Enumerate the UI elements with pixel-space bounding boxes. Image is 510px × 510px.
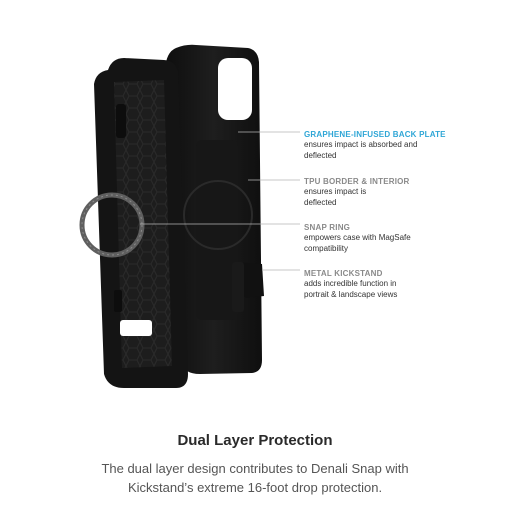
callout-desc-line: empowers case with MagSafe — [304, 233, 411, 242]
callout-snap-ring: SNAP RING empowers case with MagSafe com… — [304, 222, 504, 254]
inner-cutout — [116, 104, 126, 138]
section-description: The dual layer design contributes to Den… — [60, 459, 450, 497]
inner-tpu-shell — [79, 58, 188, 388]
description-line: The dual layer design contributes to Den… — [101, 461, 409, 476]
graphene-back-plate — [196, 140, 238, 320]
callout-desc-line: portrait & landscape views — [304, 289, 398, 299]
section-title: Dual Layer Protection — [177, 432, 333, 449]
callout-desc-line: deflected — [304, 197, 337, 207]
callout-metal-kickstand: METAL KICKSTAND adds incredible function… — [304, 268, 504, 300]
callout-heading: GRAPHENE-INFUSED BACK PLATE — [304, 130, 446, 139]
callout-heading: SNAP RING — [304, 223, 351, 232]
leader-lines — [140, 131, 300, 271]
callout-graphene-back-plate: GRAPHENE-INFUSED BACK PLATE ensures impa… — [304, 129, 504, 161]
callout-desc-line: adds incredible function in — [304, 279, 397, 288]
callout-desc-line: compatibility — [304, 243, 349, 253]
description-line: Kickstand’s extreme 16-foot drop protect… — [127, 480, 383, 495]
callout-desc-line: deflected — [304, 150, 337, 160]
magsafe-circle — [183, 180, 253, 250]
camera-cutout — [218, 58, 252, 120]
callout-tpu-border: TPU BORDER & INTERIOR ensures impact is … — [304, 176, 504, 208]
inner-cutout — [120, 320, 152, 336]
phone-case-illustration — [79, 44, 300, 388]
callout-desc-line: ensures impact is absorbed and — [304, 140, 418, 149]
callout-desc-line: ensures impact is — [304, 187, 367, 196]
callout-heading: TPU BORDER & INTERIOR — [304, 177, 410, 186]
metal-kickstand — [232, 262, 264, 312]
inner-cutout — [114, 290, 122, 312]
callout-heading: METAL KICKSTAND — [304, 269, 383, 278]
